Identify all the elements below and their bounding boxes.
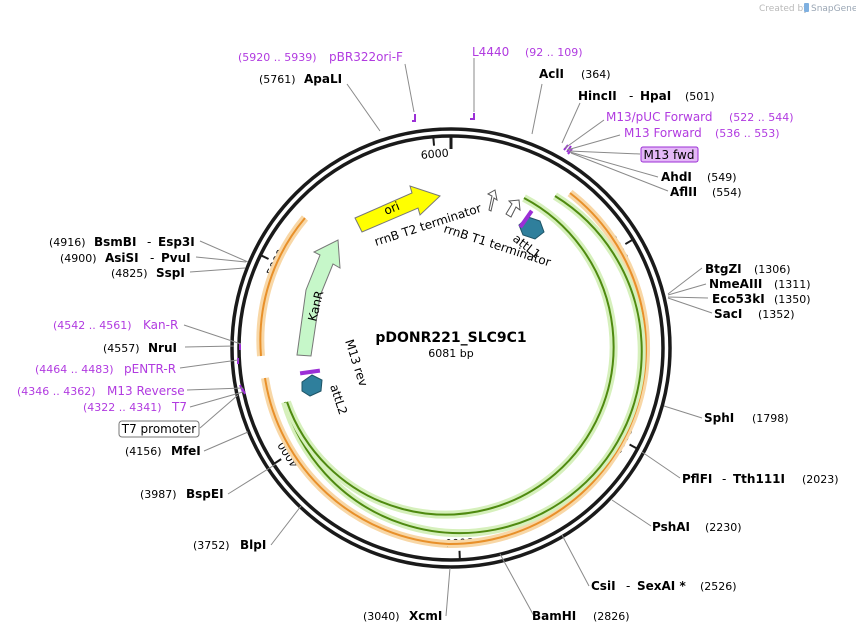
sphi-pos: (1798) [752,412,789,425]
m13-fwd-box: M13 fwd [640,146,699,163]
pflfi-name: PflFI [682,472,712,486]
csii-sep: - [626,579,630,593]
m13rev-label: M13 rev [342,338,370,389]
aflii-pos: (554) [712,186,742,199]
acli-name: AclI [539,67,564,81]
blpi-name: BlpI [240,538,266,552]
pvui-name: PvuI [161,251,191,265]
t7-name: T7 [171,400,187,414]
nmeaiii-pos: (1311) [774,278,811,291]
nrui-pos: (4557) [103,342,140,355]
pbr322-range: (5920 .. 5939) [238,51,317,64]
mfei-pos: (4156) [125,445,162,458]
rrnb-t1-terminator [505,199,521,218]
csii-name: CsiI [591,579,616,593]
esp3i-name: Esp3I [158,235,195,249]
credit-prefix: Created by [759,4,809,14]
aflii-name: AflII [670,185,697,199]
tick-label: 6000 [420,147,449,162]
ori-label: ori [382,199,402,218]
eco53ki-name: Eco53kI [712,292,765,306]
leader-lines [179,58,713,617]
hincii-sep: - [629,89,633,103]
m13-fwd-box-label: M13 fwd [644,148,695,162]
m13rev-range: (4346 .. 4362) [17,385,96,398]
ccdb-arc [286,197,615,516]
apali-name: ApaLI [304,72,342,86]
bsmbi-name: BsmBI [94,235,136,249]
cds-arc-outer [264,377,449,545]
l4440-range: (92 .. 109) [525,46,583,59]
bsmbi-sep: - [147,235,151,249]
asisi-sep: - [150,251,154,265]
t7-promoter-box: T7 promoter [118,420,200,438]
bamhi-pos: (2826) [593,610,630,623]
saci-pos: (1352) [758,308,795,321]
sspi-name: SspI [156,266,185,280]
backbone-outer [230,127,672,569]
pentr-range: (4464 .. 4483) [35,363,114,376]
credit-brand: SnapGene [811,4,856,14]
bspei-name: BspEI [186,487,224,501]
attl2-label: attL2 [327,383,350,417]
ori-feature: ori [354,185,441,233]
bamhi-name: BamHI [532,609,576,623]
tick-mark [624,238,634,245]
upper-left-arc [259,217,306,357]
pshai-pos: (2230) [705,521,742,534]
asisi-pos: (4900) [60,252,97,265]
kanr-feature: KanR [296,239,341,357]
m13rev-name: M13 Reverse [107,384,185,398]
t7-promoter-box-label: T7 promoter [121,422,197,436]
btgzi-pos: (1306) [754,263,791,276]
xcmi-pos: (3040) [363,610,400,623]
sspi-pos: (4825) [111,267,148,280]
xcmi-name: XcmI [409,609,442,623]
tth111i-name: Tth111I [733,472,785,486]
bsmbi-pos: (4916) [49,236,86,249]
pflfi-sep: - [722,472,726,486]
pflfi-pos: (2023) [802,473,839,486]
blpi-pos: (3752) [193,539,230,552]
m13fwd-name: M13 Forward [624,126,702,140]
tick-mark [273,458,282,465]
m13fwd-range: (536 .. 553) [715,127,780,140]
snapgene-logo-icon [804,3,809,12]
pbr322-name: pBR322ori-F [329,50,403,64]
nmeaiii-name: NmeAIII [709,277,762,291]
kanr-primer-range: (4542 .. 4561) [53,319,132,332]
kanr-primer-name: Kan-R [143,318,178,332]
sexai-name: SexAI * [637,579,686,593]
mfei-name: MfeI [171,444,201,458]
ahdi-pos: (549) [707,171,737,184]
ahdi-name: AhdI [661,170,692,184]
l4440-name: L4440 [472,45,509,59]
apali-pos: (5761) [259,73,296,86]
m13puc-range: (522 .. 544) [729,111,794,124]
sphi-name: SphI [704,411,734,425]
btgzi-name: BtgZI [705,262,742,276]
saci-name: SacI [714,307,742,321]
bspei-pos: (3987) [140,488,177,501]
plasmid-length: 6081 bp [428,347,473,360]
pentr-name: pENTR-R [124,362,176,376]
tick-mark [629,443,638,450]
tick-mark [260,254,269,260]
rrnb-t2-terminator [486,189,498,212]
m13puc-name: M13/pUC Forward [606,110,713,124]
hincii-name: HincII [578,89,617,103]
asisi-name: AsiSI [105,251,139,265]
nrui-name: NruI [148,341,177,355]
csii-pos: (2526) [700,580,737,593]
eco53ki-pos: (1350) [774,293,811,306]
plasmid-name: pDONR221_SLC9C1 [375,330,526,346]
hincii-pos: (501) [685,90,715,103]
hpai-name: HpaI [640,89,671,103]
pshai-name: PshAI [652,520,690,534]
acli-pos: (364) [581,68,611,81]
t7-range: (4322 .. 4341) [83,401,162,414]
slc9c1-arc [284,195,643,535]
tick-mark [432,136,436,146]
